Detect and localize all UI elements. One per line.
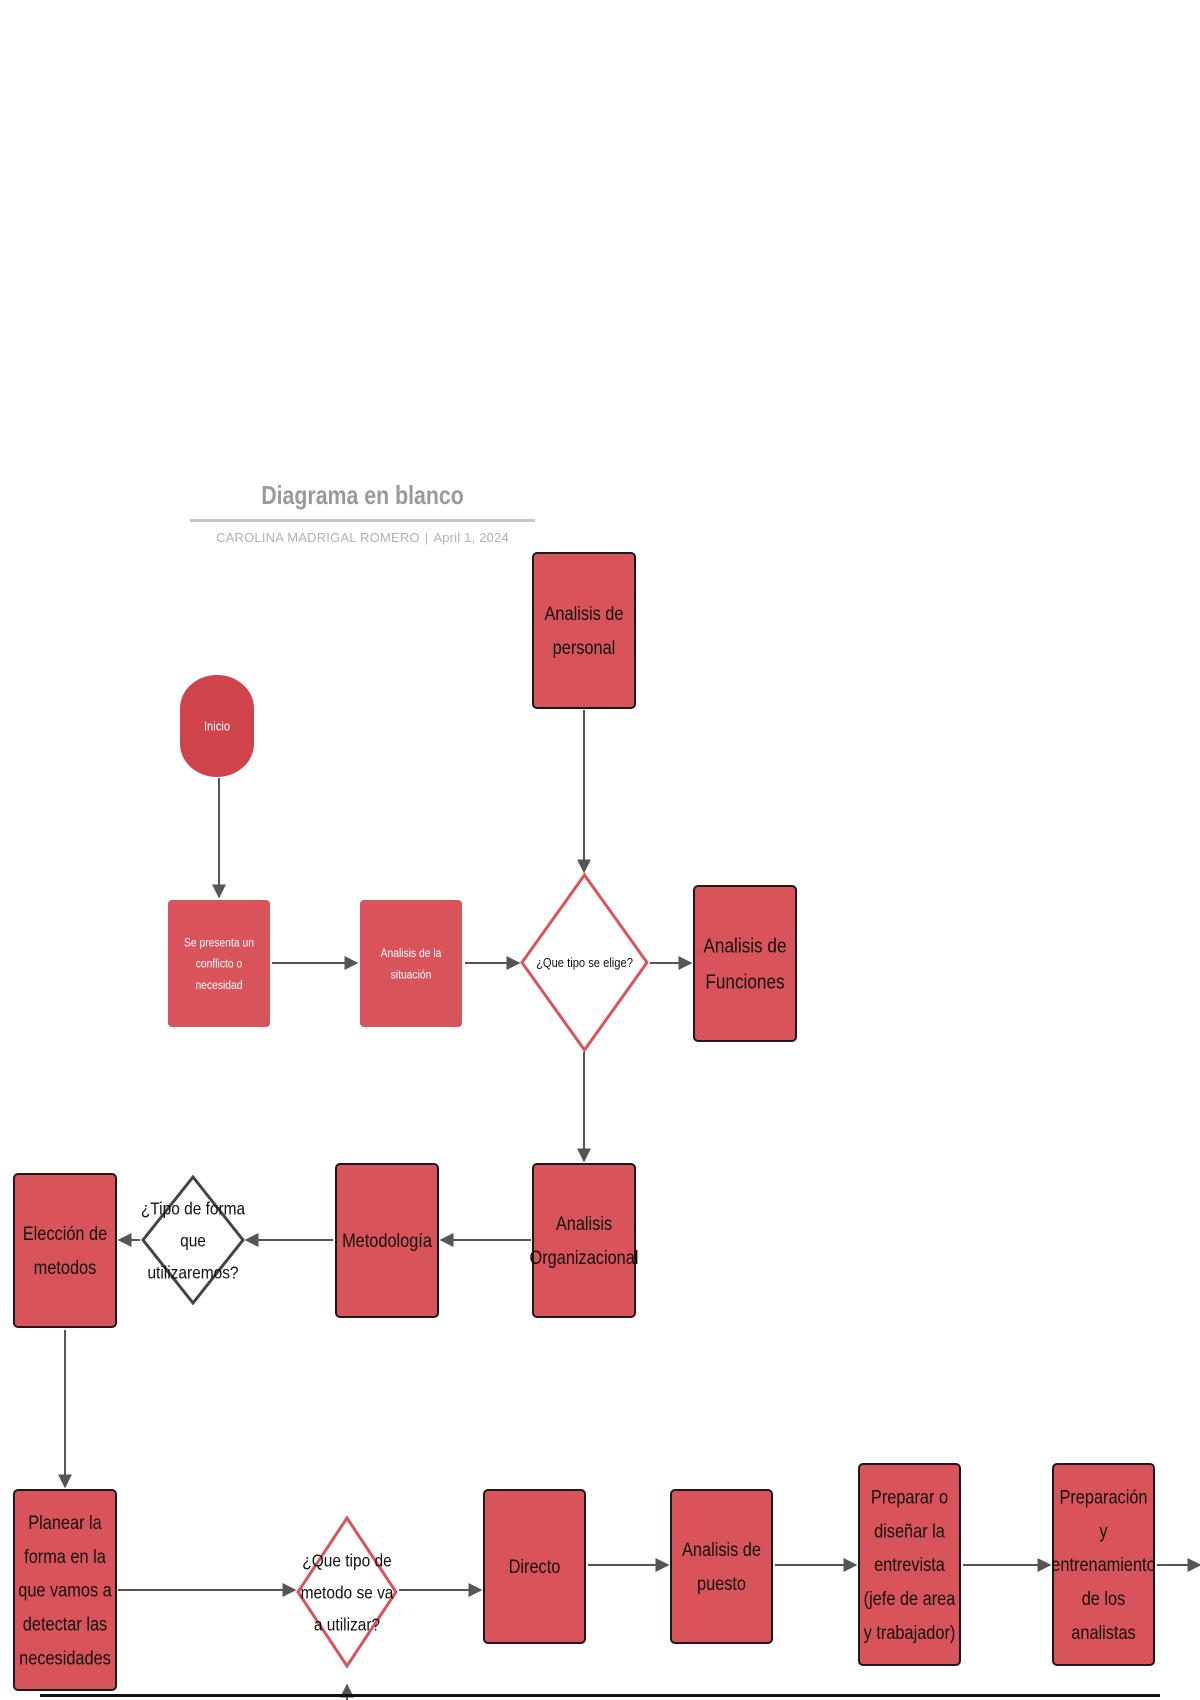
node-label-line: detectar las [23, 1613, 108, 1634]
node-label: Preparar o diseñar la entrevista (jefe de a… [864, 1486, 956, 1643]
process-box [360, 900, 462, 1027]
node-label-line: Analisis [556, 1213, 612, 1234]
node-label-line: a utilizar? [314, 1614, 380, 1634]
decision-diamond [141, 1174, 245, 1306]
node-label-line: ¿Que tipo de [302, 1550, 391, 1570]
document-header: Diagrama en blanco CAROLINA MADRIGAL ROM… [190, 480, 535, 545]
decision-diamond [296, 1515, 398, 1669]
process-box [1052, 1463, 1155, 1666]
node-label: Directo [509, 1556, 561, 1577]
node-conflicto[interactable]: Se presenta un conflicto o necesidad [168, 900, 270, 1027]
node-label-line: metodo se va [301, 1582, 394, 1602]
node-preparacion-analistas[interactable]: Preparación y entrenamiento de los analistas [1051, 1463, 1156, 1666]
node-label-line: necesidades [19, 1647, 111, 1668]
node-label-line: ¿Que tipo se elige? [536, 955, 633, 970]
node-label-line: de los [1082, 1588, 1126, 1609]
node-preparar-entrevista[interactable]: Preparar o diseñar la entrevista (jefe de a… [858, 1463, 961, 1666]
node-label-line: que [180, 1230, 206, 1250]
process-box [335, 1163, 439, 1318]
node-label-line: Se presenta un [184, 937, 254, 950]
node-inicio[interactable]: Inicio [180, 675, 254, 777]
process-box [168, 900, 270, 1027]
node-label-line: analistas [1071, 1622, 1136, 1643]
node-label: Planear la forma en la que vamos a detectar… [18, 1512, 112, 1669]
node-label-line: puesto [697, 1573, 746, 1594]
node-label: Elección de metodos [23, 1223, 108, 1278]
node-analisis-situacion[interactable]: Analisis de la situación [360, 900, 462, 1027]
document-date: April 1, 2024 [433, 530, 509, 545]
diagram-title: Diagrama en blanco [261, 480, 464, 510]
node-label-line: Directo [509, 1556, 561, 1577]
node-label-line: Analisis de [682, 1539, 761, 1560]
node-label: Analisis de Funciones [703, 934, 786, 992]
node-label-line: ¿Tipo de forma [141, 1198, 246, 1218]
node-label-line: personal [553, 637, 616, 658]
node-label-line: Analisis de la [381, 947, 443, 960]
node-label: Metodología [342, 1230, 432, 1251]
document-meta: CAROLINA MADRIGAL ROMERO | April 1, 2024 [190, 530, 535, 545]
node-label-line: y [1099, 1520, 1107, 1541]
node-label: Analisis de personal [545, 603, 624, 658]
node-label-line: forma en la [24, 1546, 106, 1567]
node-label-line: Elección de [23, 1223, 108, 1244]
node-analisis-funciones[interactable]: Analisis de Funciones [693, 885, 797, 1042]
node-label: Analisis de la situación [381, 947, 443, 981]
node-label-line: Preparación [1059, 1486, 1147, 1507]
node-label-line: Inicio [204, 719, 230, 734]
node-label-line: necesidad [195, 979, 242, 992]
node-directo[interactable]: Directo [483, 1489, 586, 1644]
node-que-tipo[interactable]: ¿Que tipo se elige? [520, 872, 649, 1053]
node-label-line: y trabajador) [864, 1622, 956, 1643]
process-box [13, 1173, 117, 1328]
process-box [13, 1489, 117, 1691]
node-analisis-personal[interactable]: Analisis de personal [532, 552, 636, 709]
author-name: CAROLINA MADRIGAL ROMERO [216, 530, 420, 545]
process-box [483, 1489, 586, 1644]
node-metodologia[interactable]: Metodología [335, 1163, 439, 1318]
process-box [693, 885, 797, 1042]
node-label-line: Funciones [705, 970, 784, 993]
node-label-line: (jefe de area [864, 1588, 956, 1609]
node-label-line: utilizaremos? [147, 1262, 238, 1282]
node-label-line: situación [391, 969, 432, 982]
node-label: ¿Tipo de forma que utilizaremos? [141, 1198, 246, 1282]
node-label-line: Analisis de [545, 603, 624, 624]
node-label-line: Analisis de [703, 934, 786, 957]
process-box [532, 1163, 636, 1318]
process-box [670, 1489, 773, 1644]
node-label-line: entrenamiento [1051, 1554, 1156, 1575]
node-analisis-puesto[interactable]: Analisis de puesto [670, 1489, 773, 1644]
node-eleccion-metodos[interactable]: Elección de metodos [13, 1173, 117, 1328]
node-label-line: que vamos a [18, 1579, 112, 1600]
title-divider [190, 519, 535, 522]
node-label: ¿Que tipo se elige? [536, 955, 633, 970]
node-label-line: diseñar la [874, 1520, 945, 1541]
page-bottom-border [40, 1694, 1160, 1697]
node-label-line: conflicto o [196, 958, 242, 971]
meta-separator: | [424, 530, 429, 545]
node-label: Analisis de puesto [682, 1539, 761, 1594]
node-label: Preparación y entrenamiento de los analistas [1051, 1486, 1156, 1643]
process-box [532, 552, 636, 709]
connector-layer [58, 710, 1200, 1700]
node-label: ¿Que tipo de metodo se va a utilizar? [301, 1550, 394, 1634]
node-label: Inicio [204, 719, 230, 734]
node-label-line: Planear la [28, 1512, 102, 1533]
decision-diamond [520, 872, 649, 1053]
node-layer: Inicio Se presenta un conflicto o necesidad… [13, 552, 1156, 1691]
node-label-line: Preparar o [871, 1486, 948, 1507]
node-label-line: Organizacional [530, 1247, 639, 1268]
node-planear-forma[interactable]: Planear la forma en la que vamos a detectar… [13, 1489, 117, 1691]
process-box [858, 1463, 961, 1666]
node-label-line: metodos [34, 1257, 97, 1278]
terminal-shape [180, 675, 254, 777]
node-que-metodo[interactable]: ¿Que tipo de metodo se va a utilizar? [296, 1515, 398, 1669]
node-label: Se presenta un conflicto o necesidad [184, 937, 254, 993]
node-tipo-forma[interactable]: ¿Tipo de forma que utilizaremos? [141, 1174, 246, 1306]
node-label-line: entrevista [874, 1554, 945, 1575]
node-label-line: Metodología [342, 1230, 432, 1251]
